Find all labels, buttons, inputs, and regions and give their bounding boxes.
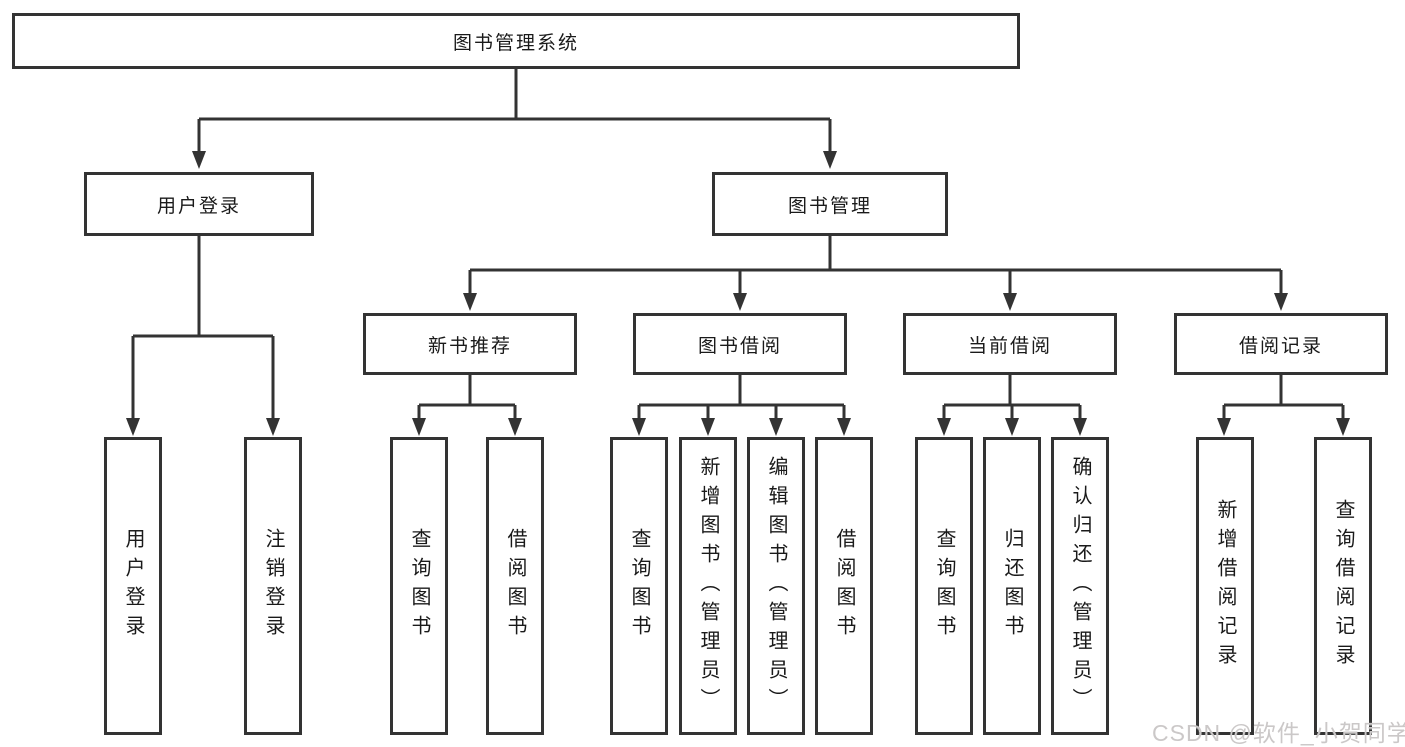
leaf-label: 新增图书（管理员） bbox=[697, 455, 719, 717]
node-library-management-system: 图书管理系统 bbox=[12, 13, 1020, 69]
node-book-management: 图书管理 bbox=[712, 172, 948, 236]
leaf-records-query-borrow-record: 查询借阅记录 bbox=[1314, 437, 1372, 735]
node-current-borrowing: 当前借阅 bbox=[903, 313, 1117, 375]
node-label: 图书借阅 bbox=[697, 335, 782, 357]
leaf-records-add-borrow-record: 新增借阅记录 bbox=[1196, 437, 1254, 735]
leaf-label: 查询图书 bbox=[628, 528, 650, 644]
leaf-recommend-query-books: 查询图书 bbox=[390, 437, 448, 735]
leaf-label: 确认归还（管理员） bbox=[1069, 455, 1091, 717]
node-label: 图书管理 bbox=[787, 195, 872, 217]
leaf-borrowing-borrow-books: 借阅图书 bbox=[815, 437, 873, 735]
leaf-borrowing-query-books: 查询图书 bbox=[610, 437, 668, 735]
leaf-current-confirm-return-admin: 确认归还（管理员） bbox=[1051, 437, 1109, 735]
leaf-label: 查询图书 bbox=[933, 528, 955, 644]
leaf-label: 查询借阅记录 bbox=[1332, 499, 1354, 673]
node-borrowing-records: 借阅记录 bbox=[1174, 313, 1388, 375]
leaf-recommend-borrow-books: 借阅图书 bbox=[486, 437, 544, 735]
csdn-watermark: CSDN @软件_小贺同学 bbox=[1152, 720, 1405, 746]
node-label: 借阅记录 bbox=[1238, 335, 1323, 357]
arrowheads bbox=[126, 151, 1350, 436]
node-label: 用户登录 bbox=[156, 195, 241, 217]
leaf-label: 注销登录 bbox=[262, 528, 284, 644]
leaf-current-return-books: 归还图书 bbox=[983, 437, 1041, 735]
node-book-borrowing: 图书借阅 bbox=[633, 313, 847, 375]
leaf-label: 编辑图书（管理员） bbox=[765, 455, 787, 717]
leaf-label: 借阅图书 bbox=[504, 528, 526, 644]
node-user-login: 用户登录 bbox=[84, 172, 314, 236]
leaf-label: 用户登录 bbox=[122, 528, 144, 644]
leaf-current-query-books: 查询图书 bbox=[915, 437, 973, 735]
leaf-logout-login: 注销登录 bbox=[244, 437, 302, 735]
node-label: 新书推荐 bbox=[427, 335, 512, 357]
node-new-book-recommendation: 新书推荐 bbox=[363, 313, 577, 375]
leaf-label: 借阅图书 bbox=[833, 528, 855, 644]
leaf-borrowing-edit-books-admin: 编辑图书（管理员） bbox=[747, 437, 805, 735]
node-label: 当前借阅 bbox=[967, 335, 1052, 357]
leaf-label: 归还图书 bbox=[1001, 528, 1023, 644]
node-label: 图书管理系统 bbox=[452, 32, 579, 54]
leaf-label: 新增借阅记录 bbox=[1214, 499, 1236, 673]
leaf-user-login: 用户登录 bbox=[104, 437, 162, 735]
leaf-label: 查询图书 bbox=[408, 528, 430, 644]
leaf-borrowing-add-books-admin: 新增图书（管理员） bbox=[679, 437, 737, 735]
